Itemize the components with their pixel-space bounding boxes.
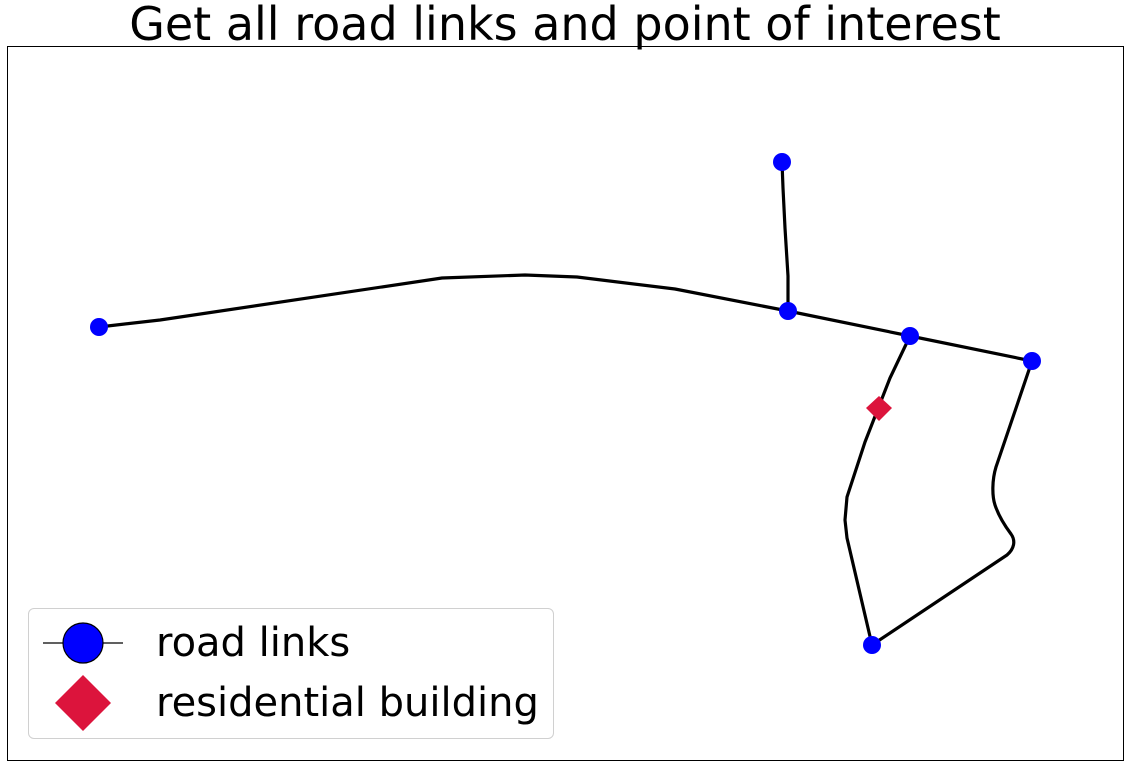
road-nodes	[90, 153, 1041, 654]
road-node	[901, 327, 919, 345]
chart-title: Get all road links and point of interest	[129, 0, 1001, 51]
residential-building-marker	[866, 396, 892, 421]
road-node	[863, 636, 881, 654]
road-link	[786, 309, 912, 338]
road-node	[779, 302, 797, 320]
legend-label: road links	[156, 620, 351, 666]
legend-item-road-links: road links	[29, 615, 553, 671]
road-link	[97, 273, 790, 329]
road-node	[90, 318, 108, 336]
legend: road links residential building	[28, 608, 554, 739]
plot-frame	[7, 46, 1124, 761]
diamond-icon	[55, 675, 111, 731]
road-link	[780, 160, 790, 313]
legend-item-residential-building: residential building	[29, 675, 553, 731]
road-node	[773, 153, 791, 171]
road-link	[870, 359, 1034, 647]
road-link	[908, 334, 1034, 363]
road-links	[97, 160, 1034, 647]
road-links-legend-icon	[43, 622, 123, 664]
road-link	[843, 334, 912, 647]
legend-label: residential building	[156, 680, 539, 726]
road-node	[1023, 352, 1041, 370]
